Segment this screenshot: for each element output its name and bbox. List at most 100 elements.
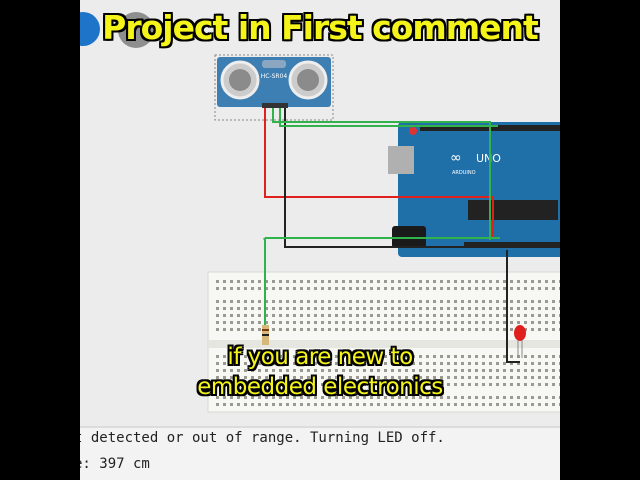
board-brand: ARDUINO xyxy=(452,170,476,176)
breadboard-hole xyxy=(545,280,548,283)
breadboard-hole xyxy=(342,314,345,317)
breadboard-hole xyxy=(293,376,296,379)
breadboard-hole xyxy=(447,376,450,379)
breadboard-hole xyxy=(279,280,282,283)
arduino-logo-icon: ∞ xyxy=(450,150,462,166)
breadboard-hole xyxy=(335,396,338,399)
breadboard-hole xyxy=(468,307,471,310)
breadboard-hole xyxy=(405,287,408,290)
breadboard-hole xyxy=(286,314,289,317)
breadboard-hole xyxy=(279,307,282,310)
breadboard-hole xyxy=(489,383,492,386)
breadboard-hole xyxy=(461,362,464,365)
breadboard-hole xyxy=(412,383,415,386)
breadboard-hole xyxy=(356,314,359,317)
breadboard-hole xyxy=(489,396,492,399)
breadboard-hole xyxy=(559,396,560,399)
breadboard-hole xyxy=(335,321,338,324)
breadboard-hole xyxy=(321,376,324,379)
breadboard-hole xyxy=(370,300,373,303)
simulator-window: HC-SR04 UNO ARDUINO ∞ xyxy=(80,0,560,480)
breadboard-hole xyxy=(447,362,450,365)
breadboard-hole xyxy=(335,287,338,290)
breadboard-hole xyxy=(258,300,261,303)
breadboard-hole xyxy=(475,314,478,317)
breadboard-hole xyxy=(489,328,492,331)
breadboard-hole xyxy=(279,355,282,358)
fit-view-button[interactable] xyxy=(118,12,154,48)
breadboard-hole xyxy=(503,328,506,331)
breadboard-hole xyxy=(384,300,387,303)
breadboard-hole xyxy=(391,280,394,283)
breadboard-hole xyxy=(426,362,429,365)
arduino-uno[interactable]: UNO ARDUINO ∞ xyxy=(388,122,560,257)
breadboard-hole xyxy=(370,376,373,379)
breadboard-hole xyxy=(293,362,296,365)
breadboard-hole xyxy=(307,280,310,283)
breadboard-hole xyxy=(286,376,289,379)
breadboard-hole xyxy=(314,362,317,365)
breadboard-hole xyxy=(517,307,520,310)
breadboard-hole xyxy=(363,376,366,379)
breadboard-hole xyxy=(496,280,499,283)
breadboard-hole xyxy=(286,280,289,283)
breadboard-hole xyxy=(307,383,310,386)
breadboard-hole xyxy=(433,300,436,303)
breadboard-hole xyxy=(363,314,366,317)
breadboard-hole xyxy=(349,383,352,386)
breadboard-hole xyxy=(433,314,436,317)
breadboard-hole xyxy=(419,369,422,372)
breadboard-hole xyxy=(405,362,408,365)
breadboard-hole xyxy=(517,287,520,290)
resistor[interactable] xyxy=(262,325,269,345)
wire-green-1 xyxy=(272,108,491,240)
breadboard-hole xyxy=(419,383,422,386)
breadboard-hole xyxy=(300,355,303,358)
breadboard-hole xyxy=(454,383,457,386)
breadboard-hole xyxy=(307,396,310,399)
breadboard-hole xyxy=(405,307,408,310)
breadboard-hole xyxy=(419,403,422,406)
breadboard-hole xyxy=(377,300,380,303)
breadboard-hole xyxy=(377,314,380,317)
breadboard-hole xyxy=(349,369,352,372)
breadboard-hole xyxy=(230,396,233,399)
breadboard-hole xyxy=(300,369,303,372)
breadboard-hole xyxy=(433,383,436,386)
breadboard-hole xyxy=(426,328,429,331)
breadboard-hole xyxy=(412,355,415,358)
board-label: UNO xyxy=(476,152,501,165)
zoom-button[interactable] xyxy=(80,12,100,46)
breadboard-hole xyxy=(237,328,240,331)
breadboard-hole xyxy=(405,376,408,379)
breadboard-hole xyxy=(272,314,275,317)
breadboard-hole xyxy=(496,307,499,310)
breadboard-hole xyxy=(363,362,366,365)
breadboard-hole xyxy=(482,321,485,324)
breadboard-hole xyxy=(328,307,331,310)
breadboard-hole xyxy=(384,280,387,283)
breadboard-hole xyxy=(265,403,268,406)
serial-line-2: e: 397 cm xyxy=(80,456,150,472)
breadboard-hole xyxy=(482,369,485,372)
breadboard-hole xyxy=(307,307,310,310)
breadboard-hole xyxy=(377,383,380,386)
led[interactable] xyxy=(514,325,526,358)
breadboard-hole xyxy=(531,280,534,283)
breadboard-hole xyxy=(300,362,303,365)
wires[interactable] xyxy=(263,108,520,363)
breadboard-hole xyxy=(440,280,443,283)
breadboard-hole xyxy=(524,396,527,399)
breadboard-hole xyxy=(216,321,219,324)
breadboard-hole xyxy=(342,376,345,379)
breadboard-hole xyxy=(328,362,331,365)
serial-monitor[interactable]: t detected or out of range. Turning LED … xyxy=(80,426,560,480)
breadboard-hole xyxy=(314,369,317,372)
breadboard-hole xyxy=(503,383,506,386)
breadboard-hole xyxy=(370,396,373,399)
circuit-canvas[interactable]: HC-SR04 UNO ARDUINO ∞ xyxy=(80,0,560,425)
ultrasonic-sensor[interactable]: HC-SR04 xyxy=(214,54,334,121)
breadboard-hole xyxy=(454,328,457,331)
breadboard-hole xyxy=(398,355,401,358)
breadboard-hole xyxy=(328,376,331,379)
